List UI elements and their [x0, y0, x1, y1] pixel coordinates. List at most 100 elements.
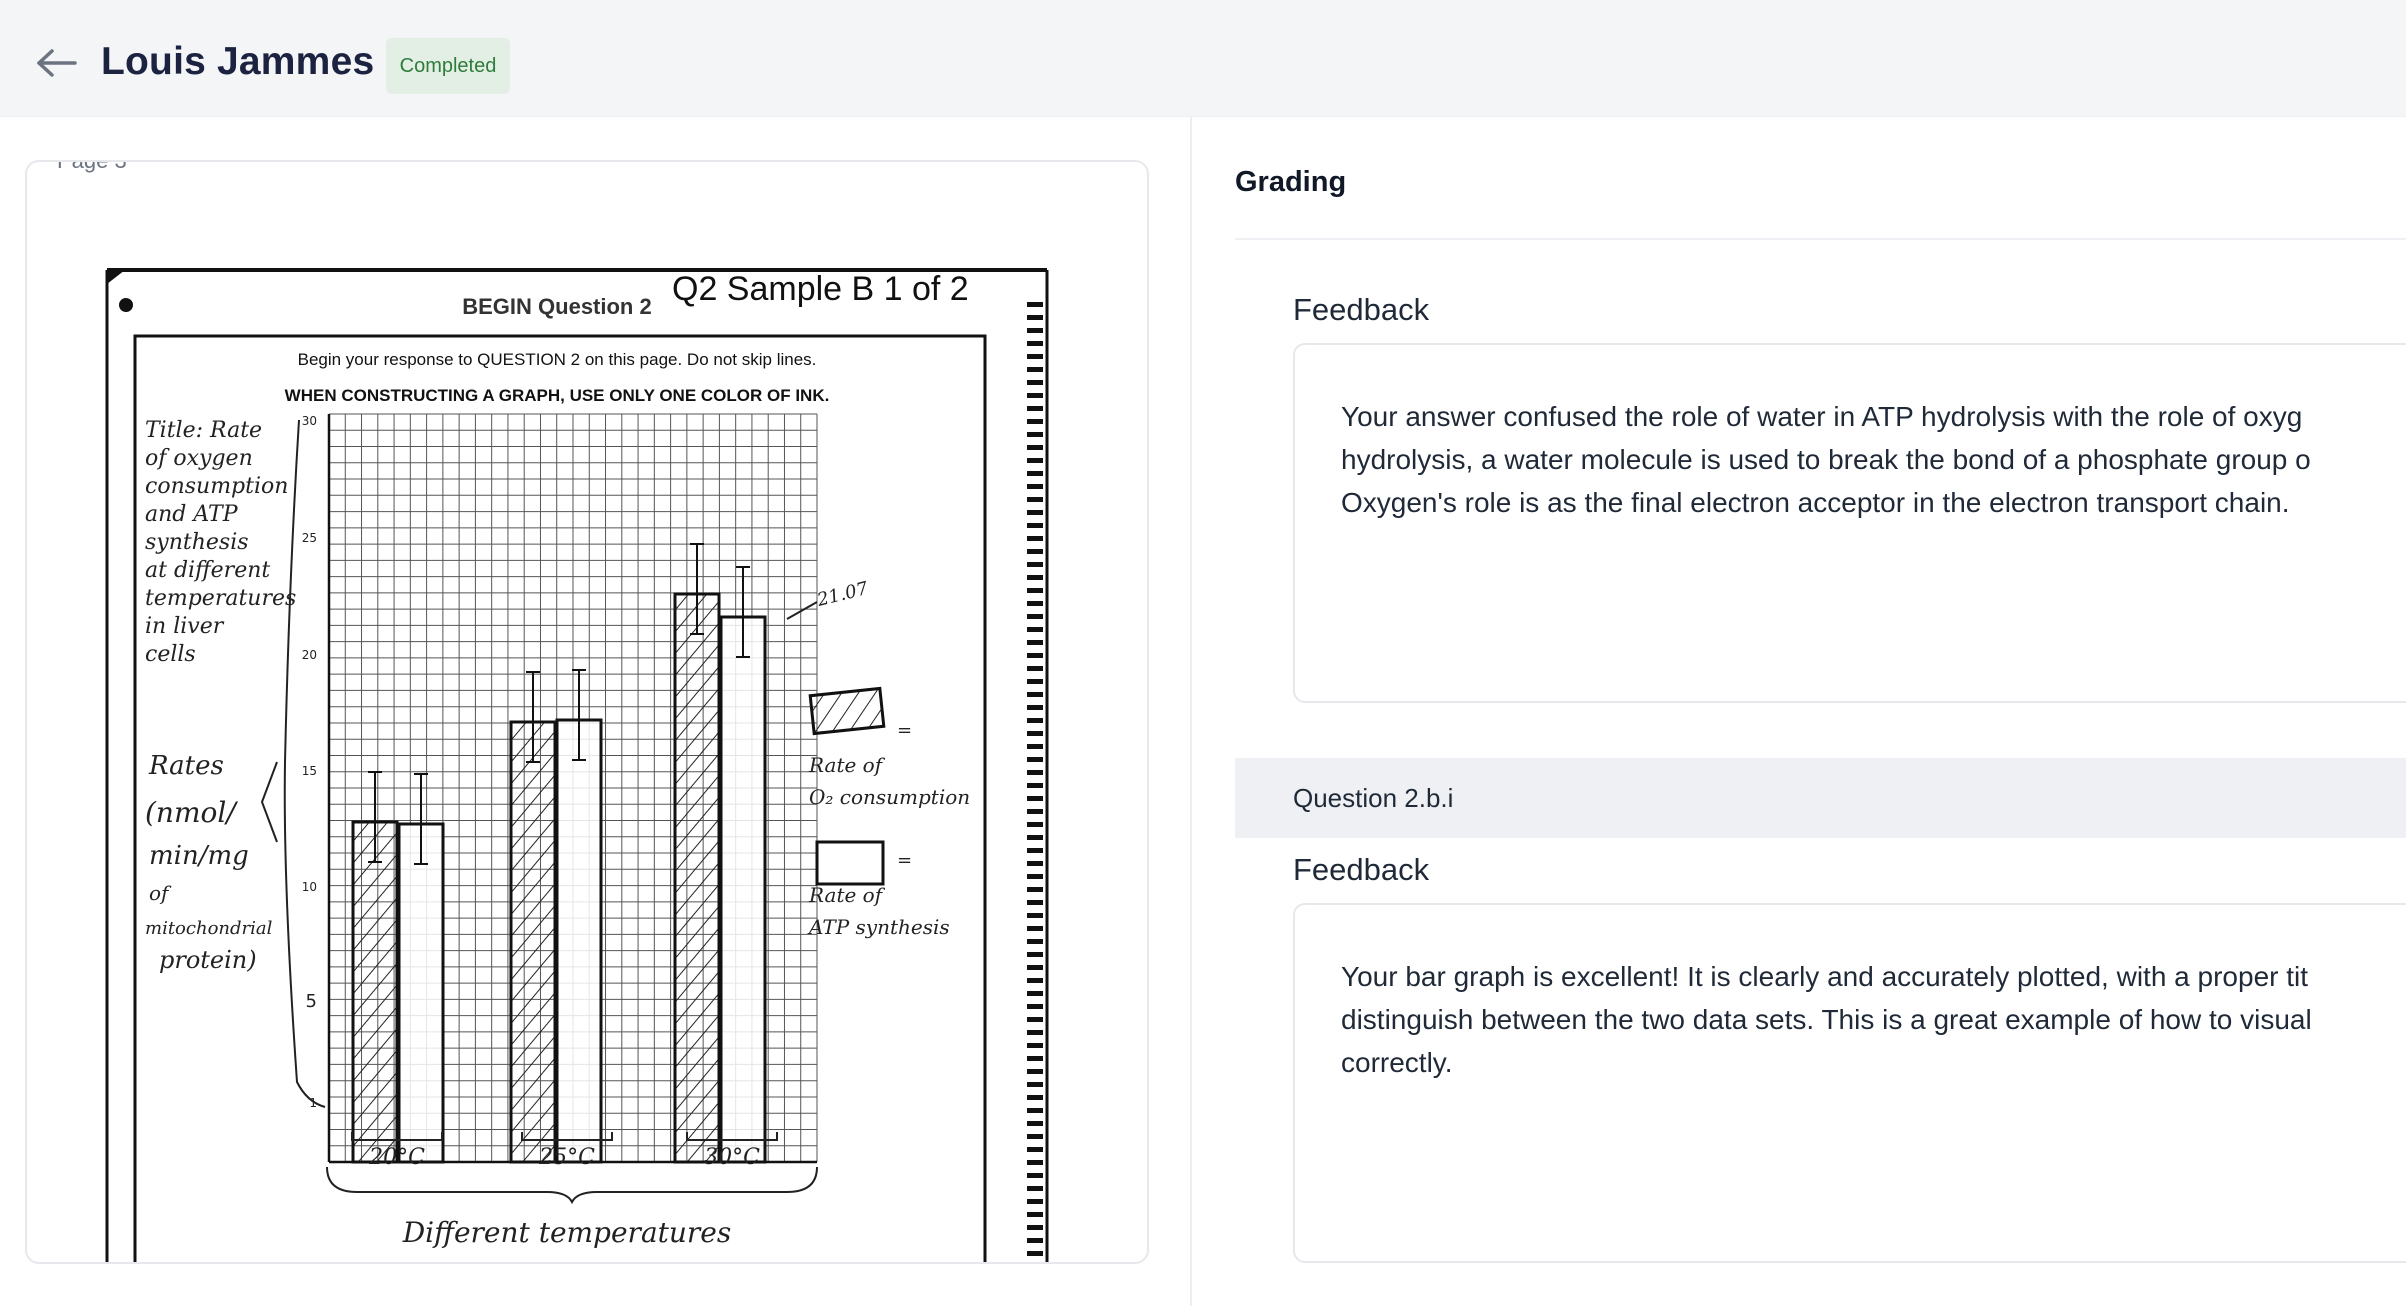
bar [719, 615, 767, 1164]
timing-mark [1027, 302, 1043, 307]
timing-mark [1027, 744, 1043, 749]
timing-mark [1027, 1212, 1043, 1217]
legend-label: Rate of [808, 753, 886, 777]
timing-mark [1027, 1108, 1043, 1113]
feedback-line: correctly. [1341, 1047, 1453, 1078]
group-bracket [521, 1132, 613, 1141]
timing-mark [1027, 991, 1043, 996]
handwritten-ylabel-line: min/mg [149, 841, 249, 871]
timing-mark [1027, 458, 1043, 463]
header-caption: Q2 Sample B 1 of 2 [672, 270, 969, 308]
feedback-box: Your answer confused the role of water i… [1293, 343, 2406, 703]
timing-mark [1027, 874, 1043, 879]
feedback-label: Feedback [1293, 292, 1430, 327]
document-viewer[interactable]: Page 3 Q2 Sample B 1 of 2 BEGIN Question… [25, 160, 1149, 1264]
value-annotation: 21.07 [814, 578, 871, 611]
timing-mark [1027, 900, 1043, 905]
timing-mark [1027, 952, 1043, 957]
timing-mark [1027, 471, 1043, 476]
x-axis-label: Different temperatures [402, 1216, 732, 1249]
feedback-line: distinguish between the two data sets. T… [1341, 1004, 2312, 1035]
bar [555, 718, 603, 1164]
timing-mark [1027, 380, 1043, 385]
handwritten-title-line: consumption [145, 474, 288, 499]
instruction-1: Begin your response to QUESTION 2 on thi… [298, 350, 817, 369]
timing-mark [1027, 679, 1043, 684]
timing-mark [1027, 523, 1043, 528]
timing-mark [1027, 1095, 1043, 1100]
grading-title: Grading [1235, 166, 1347, 198]
question-header[interactable]: Question 2.b.i [1235, 758, 2406, 838]
bar [397, 822, 445, 1164]
x-group-label: 25°C [538, 1145, 595, 1170]
handwritten-title-line: in liver [145, 614, 225, 639]
y-tick-label: 20 [302, 648, 317, 662]
timing-mark [1027, 1160, 1043, 1165]
timing-mark [1027, 1069, 1043, 1074]
timing-mark [1027, 978, 1043, 983]
feedback-text: Your bar graph is excellent! It is clear… [1341, 955, 2406, 1084]
handwritten-title-line: and ATP [145, 502, 239, 527]
grading-divider [1235, 238, 2406, 240]
timing-mark [1027, 367, 1043, 372]
legend-label: ATP synthesis [807, 915, 950, 939]
timing-mark [1027, 796, 1043, 801]
y-tick-label: 30 [302, 414, 317, 428]
timing-mark [1027, 1056, 1043, 1061]
timing-mark [1027, 809, 1043, 814]
timing-mark [1027, 640, 1043, 645]
timing-mark [1027, 666, 1043, 671]
timing-mark [1027, 783, 1043, 788]
timing-mark [1027, 1043, 1043, 1048]
timing-mark [1027, 718, 1043, 723]
timing-mark [1027, 406, 1043, 411]
timing-mark [1027, 510, 1043, 515]
timing-mark [1027, 1004, 1043, 1009]
feedback-line: hydrolysis, a water molecule is used to … [1341, 444, 2311, 475]
timing-mark [1027, 848, 1043, 853]
handwritten-title-line: at different [145, 558, 270, 583]
bar [351, 820, 399, 1164]
timing-mark [1027, 445, 1043, 450]
timing-mark [1027, 536, 1043, 541]
timing-mark [1027, 393, 1043, 398]
timing-mark [1027, 770, 1043, 775]
timing-mark [1027, 835, 1043, 840]
handwritten-ylabel-line: Rates [148, 751, 224, 781]
bar [673, 592, 721, 1164]
y-tick-label: 1 [309, 1096, 317, 1110]
pane-divider [1190, 117, 1192, 1306]
timing-mark [1027, 887, 1043, 892]
timing-mark [1027, 601, 1043, 606]
arrow-left-icon [35, 48, 79, 83]
feedback-text: Your answer confused the role of water i… [1341, 395, 2406, 524]
timing-mark [1027, 731, 1043, 736]
x-group-label: 30°C [704, 1145, 760, 1170]
handwritten-ylabel-line: of [149, 881, 172, 905]
instruction-2: WHEN CONSTRUCTING A GRAPH, USE ONLY ONE … [285, 386, 830, 405]
question-label: Question 2.b.i [1293, 782, 1454, 813]
timing-mark [1027, 1225, 1043, 1230]
timing-mark [1027, 627, 1043, 632]
page-label: Page 3 [57, 160, 127, 173]
form-title: BEGIN Question 2 [462, 294, 651, 319]
timing-mark [1027, 1147, 1043, 1152]
legend-equals: = [897, 850, 912, 871]
handwritten-title-line: temperatures [145, 586, 296, 611]
legend-label: O₂ consumption [809, 785, 970, 809]
timing-mark [1027, 939, 1043, 944]
timing-mark [1027, 549, 1043, 554]
timing-mark [1027, 692, 1043, 697]
x-group-label: 20°C [368, 1145, 425, 1170]
timing-mark [1027, 1199, 1043, 1204]
back-button[interactable] [34, 42, 80, 88]
scanned-page: Q2 Sample B 1 of 2 BEGIN Question 2 Begi… [105, 268, 1049, 1262]
timing-mark [1027, 1251, 1043, 1256]
timing-mark [1027, 614, 1043, 619]
feedback-line: Oxygen's role is as the final electron a… [1341, 487, 2290, 518]
timing-mark [1027, 315, 1043, 320]
timing-mark [1027, 328, 1043, 333]
handwritten-ylabel-line: (nmol/ [145, 796, 238, 829]
timing-mark [1027, 1173, 1043, 1178]
feedback-line: Your bar graph is excellent! It is clear… [1341, 961, 2309, 992]
